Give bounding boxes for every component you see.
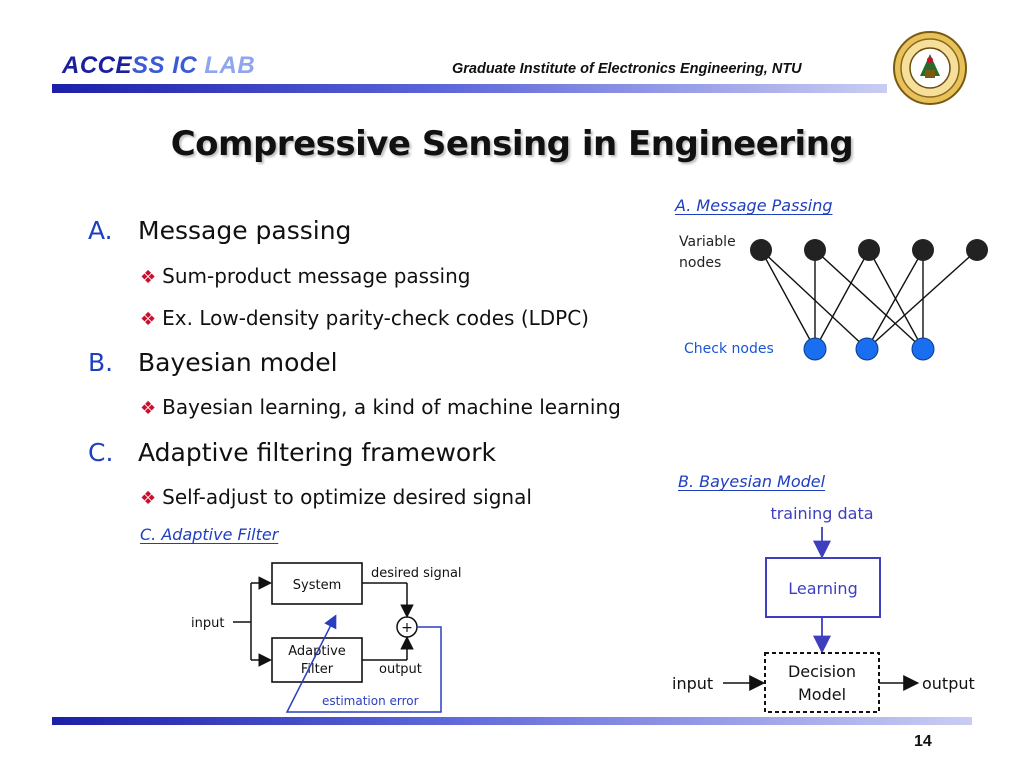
item-b: B. Bayesian model xyxy=(88,348,338,377)
training-data-label: training data xyxy=(770,504,873,523)
slide-title: Compressive Sensing in Engineering xyxy=(170,124,854,164)
brand-part-1: ACCE xyxy=(62,52,133,79)
header-divider-bar xyxy=(52,84,887,93)
adaptive-input-label: input xyxy=(191,616,224,631)
bayes-input-label: input xyxy=(672,674,713,693)
bayes-output-label: output xyxy=(922,674,975,693)
bayesian-model-diagram: training data Learning Decision Model in… xyxy=(672,504,975,713)
variable-node xyxy=(750,239,772,261)
diamond-bullet-icon: ❖ xyxy=(140,488,157,509)
variable-node xyxy=(966,239,988,261)
plus-sign: + xyxy=(401,620,413,636)
item-c: C. Adaptive filtering framework xyxy=(88,438,496,467)
item-a-sub-2: ❖Ex. Low-density parity-check codes (LDP… xyxy=(140,306,589,330)
item-a: A. Message passing xyxy=(88,216,351,245)
item-c-letter: C. xyxy=(88,438,114,467)
check-node xyxy=(803,337,827,361)
adaptive-filter-box xyxy=(271,637,363,683)
item-c-text: Adaptive filtering framework xyxy=(138,438,496,467)
caption-bayesian-model: B. Bayesian Model xyxy=(678,472,826,491)
decision-label-1: Decision xyxy=(788,662,856,681)
item-a-sub-1-text: Sum-product message passing xyxy=(162,264,471,288)
adaptive-output-label: output xyxy=(379,662,422,677)
item-c-sub-1: ❖Self-adjust to optimize desired signal xyxy=(140,485,532,509)
caption-adaptive-filter: C. Adaptive Filter xyxy=(140,525,279,544)
item-a-letter: A. xyxy=(88,216,113,245)
variable-node xyxy=(858,239,880,261)
institute-name: Graduate Institute of Electronics Engine… xyxy=(452,61,802,77)
variable-nodes-label-2: nodes xyxy=(679,255,721,271)
diamond-bullet-icon: ❖ xyxy=(140,267,157,288)
adaptive-label-2: Filter xyxy=(301,662,334,677)
brand-part-2: SS IC xyxy=(132,52,198,79)
item-a-sub-2-text: Ex. Low-density parity-check codes (LDPC… xyxy=(162,306,589,330)
item-b-letter: B. xyxy=(88,348,114,377)
desired-signal-label: desired signal xyxy=(371,566,462,581)
graph-edges xyxy=(760,249,978,350)
variable-node xyxy=(804,239,826,261)
page-number: 14 xyxy=(914,733,932,750)
item-b-text: Bayesian model xyxy=(138,348,338,377)
brand-part-3: LAB xyxy=(197,52,256,79)
diamond-bullet-icon: ❖ xyxy=(140,398,157,419)
footer-divider-bar xyxy=(52,717,972,725)
check-node xyxy=(855,337,879,361)
system-label: System xyxy=(293,578,341,593)
learning-label: Learning xyxy=(788,579,857,598)
item-b-sub-1-text: Bayesian learning, a kind of machine lea… xyxy=(162,395,621,419)
variable-nodes-label-1: Variable xyxy=(679,234,736,250)
check-node xyxy=(911,337,935,361)
university-seal-icon xyxy=(893,31,967,105)
caption-message-passing: A. Message Passing xyxy=(675,196,833,215)
item-a-sub-1: ❖Sum-product message passing xyxy=(140,264,470,288)
diamond-bullet-icon: ❖ xyxy=(140,309,157,330)
learning-box xyxy=(765,557,881,618)
variable-node xyxy=(912,239,934,261)
lab-logo-text: ACCESS IC LAB xyxy=(62,52,255,80)
estimation-error-label: estimation error xyxy=(322,694,419,708)
item-c-sub-1-text: Self-adjust to optimize desired signal xyxy=(162,485,532,509)
message-passing-graph: Variable nodes Check nodes xyxy=(679,234,988,361)
decision-label-2: Model xyxy=(798,685,846,704)
check-nodes-label: Check nodes xyxy=(684,341,774,357)
adaptive-filter-diagram: System Adaptive Filter input desired sig… xyxy=(191,562,462,713)
item-a-text: Message passing xyxy=(138,216,352,245)
item-b-sub-1: ❖Bayesian learning, a kind of machine le… xyxy=(140,395,621,419)
